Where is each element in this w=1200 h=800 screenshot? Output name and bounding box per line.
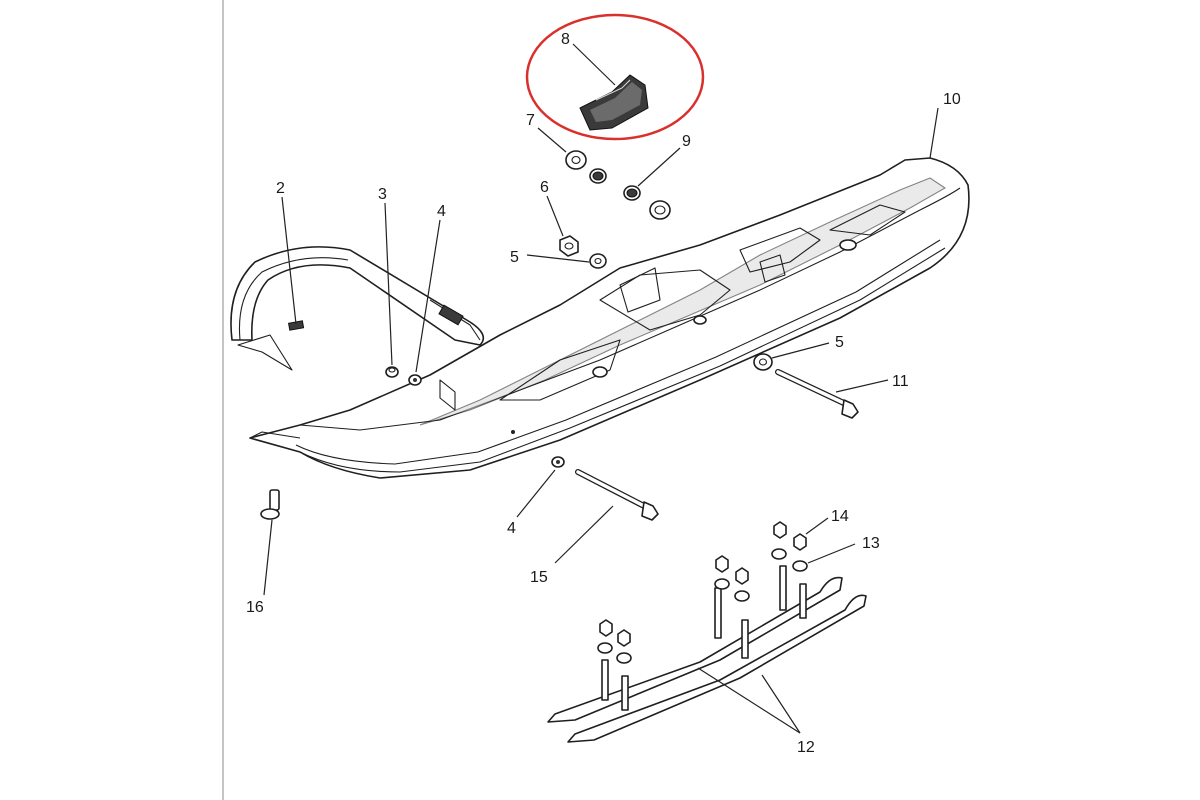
label-part-2: 2 (276, 180, 285, 197)
washer-part-7 (565, 150, 587, 170)
label-part-4-lower: 4 (507, 520, 516, 537)
ski-loop-handle (230, 246, 485, 371)
bushing-part-7b (589, 168, 607, 184)
label-part-9: 9 (682, 133, 691, 150)
label-part-7: 7 (526, 112, 535, 129)
label-part-13: 13 (862, 535, 880, 552)
label-part-5-upper: 5 (510, 249, 519, 266)
label-part-14: 14 (831, 508, 849, 525)
part-labels: 8 7 9 6 5 10 2 3 4 5 11 4 15 16 14 13 12 (246, 31, 961, 756)
nut-part-6 (559, 235, 579, 257)
wear-bars-part-12 (547, 565, 867, 743)
washer-part-4-lower (551, 456, 565, 468)
label-part-4-upper: 4 (437, 203, 446, 220)
wear-bar-studs (601, 565, 807, 711)
bushing-part-9 (623, 185, 641, 201)
pin-part-16 (260, 489, 280, 520)
nut-part-3 (385, 366, 399, 378)
bolt-part-15 (575, 469, 659, 521)
leader-lines (263, 43, 939, 734)
label-part-5-lower: 5 (835, 334, 844, 351)
label-part-8: 8 (561, 31, 570, 48)
label-part-15: 15 (530, 569, 548, 586)
ski-body (249, 157, 970, 479)
washer-part-4-upper (408, 374, 422, 386)
label-part-16: 16 (246, 599, 264, 616)
label-part-12: 12 (797, 739, 815, 756)
label-part-3: 3 (378, 186, 387, 203)
label-part-6: 6 (540, 179, 549, 196)
sleeve-part-9b (649, 200, 671, 220)
highlight-circle-part-8 (525, 13, 705, 141)
label-part-10: 10 (943, 91, 961, 108)
bracket-part-8 (579, 74, 649, 131)
washer-part-5-upper (589, 253, 607, 269)
bolt-part-11 (775, 369, 859, 419)
label-part-11: 11 (892, 373, 909, 390)
nuts-part-14 (599, 521, 807, 647)
washers-part-13 (597, 548, 808, 664)
washer-part-5-lower (753, 353, 773, 371)
